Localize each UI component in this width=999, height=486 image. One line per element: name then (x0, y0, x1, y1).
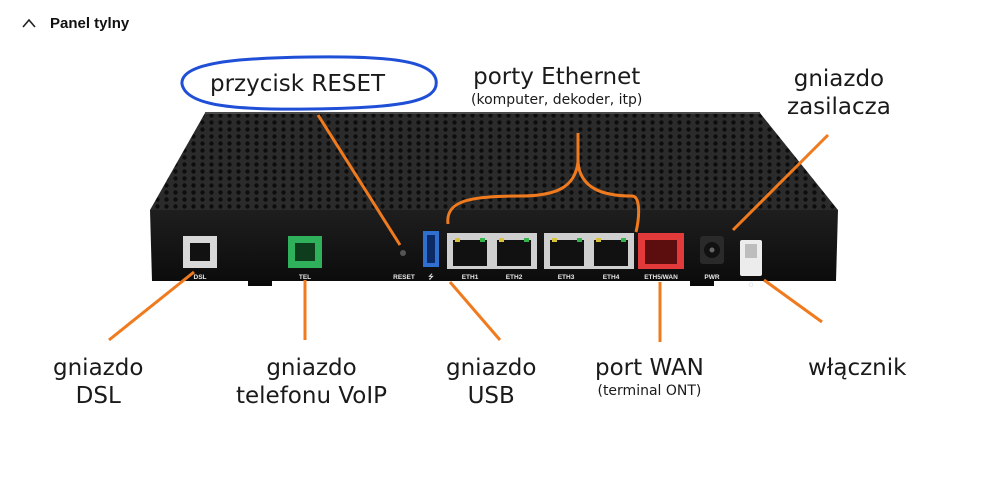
label-voip-line1: gniazdo (266, 355, 357, 381)
label-wan-port: port WAN (terminal ONT) (595, 355, 704, 399)
label-voip-line2: telefonu VoIP (236, 382, 388, 409)
router-top-surface (150, 113, 838, 210)
reset-port-label: RESET (393, 274, 415, 281)
pwr-label: PWR (704, 274, 719, 281)
eth1-label: ETH1 (462, 274, 479, 281)
label-dsl-socket: gniazdo DSL (53, 355, 143, 410)
wan-port-label: ETH5/WAN (644, 274, 678, 281)
annotation-lines (108, 114, 830, 342)
eth4-port: ETH4 (594, 238, 628, 281)
eth3-label: ETH3 (558, 274, 575, 281)
switch-off-icon: O (748, 282, 753, 289)
label-wan-sub: (terminal ONT) (597, 382, 702, 399)
eth3-port: ETH3 (550, 238, 584, 281)
section-header-panel-tylny[interactable]: Panel tylny (22, 10, 129, 36)
power-switch: O (740, 240, 762, 289)
eth2-port: ETH2 (497, 238, 531, 281)
label-power-switch: włącznik (808, 355, 907, 381)
eth1-port: ETH1 (453, 238, 487, 281)
eth2-label: ETH2 (506, 274, 523, 281)
label-ethernet-title: porty Ethernet (473, 64, 641, 90)
label-power-socket-line2: zasilacza (787, 93, 891, 120)
chevron-up-icon (22, 18, 36, 28)
label-usb-socket: gniazdo USB (446, 355, 536, 410)
label-power-socket: gniazdo zasilacza (787, 66, 891, 121)
dsl-port: DSL (183, 236, 217, 281)
label-wan-title: port WAN (595, 355, 704, 381)
section-title: Panel tylny (50, 14, 130, 32)
label-reset-button: przycisk RESET (210, 71, 386, 97)
reset-highlight-circle (180, 55, 438, 111)
wan-port: ETH5/WAN (638, 233, 684, 281)
usb-icon: ⭍ (428, 273, 434, 281)
reset-button: RESET (393, 250, 415, 281)
label-ethernet-ports: porty Ethernet (komputer, dekoder, itp) (471, 64, 642, 108)
tel-port-label: TEL (299, 274, 311, 281)
label-dsl-line2: DSL (75, 382, 121, 409)
label-voip-socket: gniazdo telefonu VoIP (236, 355, 387, 410)
eth4-label: ETH4 (603, 274, 620, 281)
label-usb-line2: USB (467, 382, 515, 409)
label-dsl-line1: gniazdo (53, 355, 144, 381)
label-usb-line1: gniazdo (446, 355, 537, 381)
label-power-socket-line1: gniazdo (793, 66, 885, 92)
usb-port: ⭍ (423, 231, 439, 281)
tel-port: TEL (288, 236, 322, 281)
dsl-port-label: DSL (194, 274, 207, 281)
power-socket: PWR (700, 236, 724, 281)
label-ethernet-sub: (komputer, dekoder, itp) (471, 91, 643, 108)
